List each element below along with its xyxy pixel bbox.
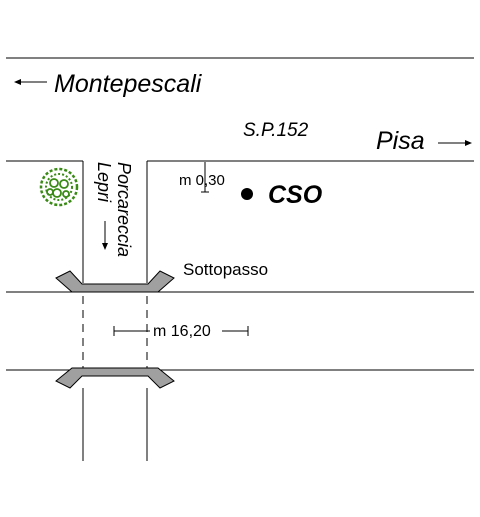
side-road-name-line2: Lepri [94, 162, 114, 203]
underpass-wall-south [55, 367, 175, 389]
side-road-name-line1: Porcareccia [114, 162, 134, 257]
underpass-label: Sottopasso [183, 260, 268, 279]
offset-dimension-marker [201, 162, 209, 193]
east-direction-label: Pisa [376, 127, 425, 155]
tree-icon [39, 167, 79, 207]
west-direction-label: Montepescali [54, 70, 203, 98]
width-distance-label: m 16,20 [153, 323, 211, 340]
west-arrow-icon [14, 79, 47, 85]
underpass-wall-north [55, 270, 175, 293]
cso-point-marker [241, 188, 253, 200]
road-name-label: S.P.152 [243, 120, 309, 141]
side-road-direction-arrow-icon [102, 221, 108, 250]
cso-point-label: CSO [268, 181, 323, 209]
offset-distance-label: m 0,30 [179, 172, 225, 189]
east-arrow-icon [438, 140, 472, 146]
width-dimension-marker [113, 326, 249, 336]
